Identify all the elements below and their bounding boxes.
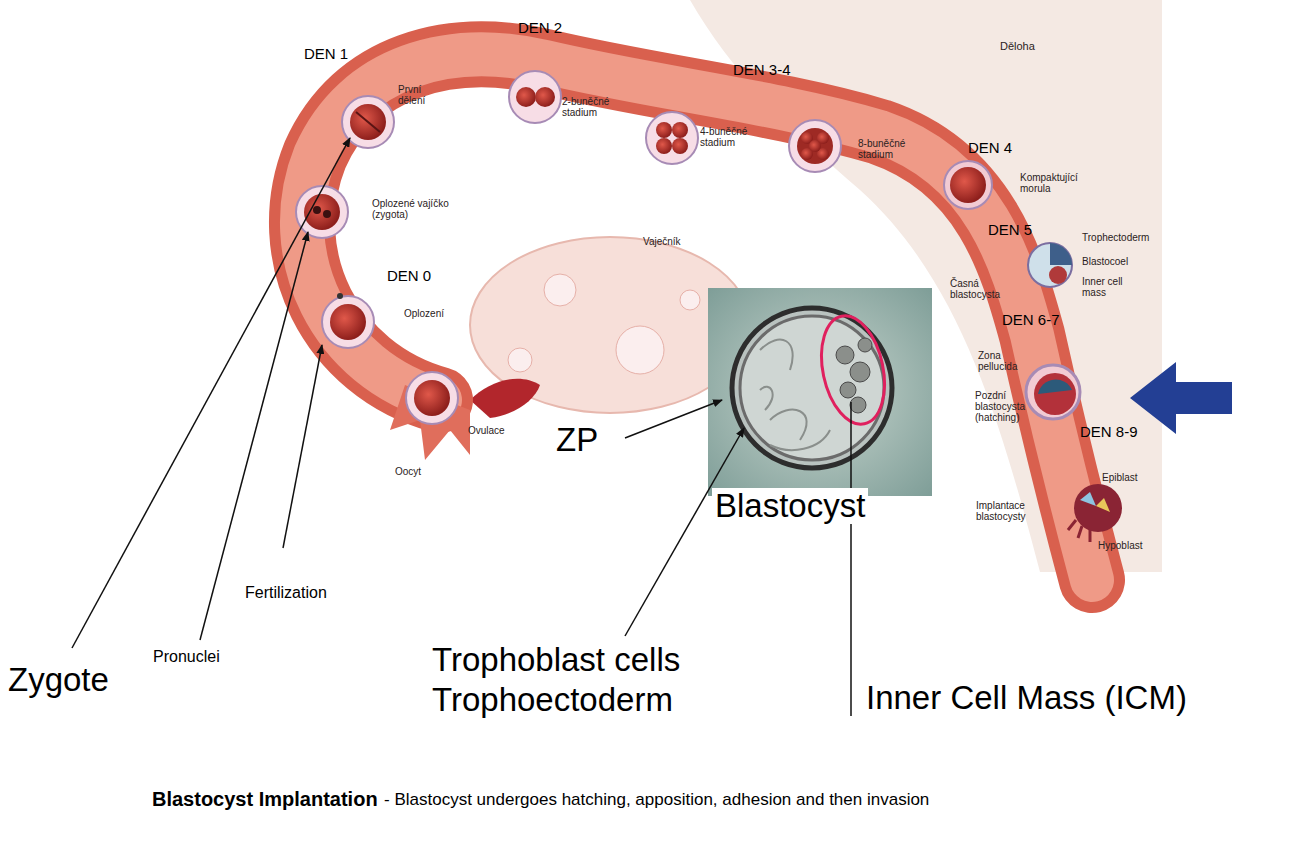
day-label: DEN 2	[518, 20, 562, 37]
follicle	[544, 274, 576, 306]
day-label: DEN 8-9	[1080, 424, 1138, 441]
part-label: Inner cell mass	[1082, 276, 1130, 298]
stage-label: Kompaktující morula	[1020, 172, 1090, 194]
leader-line	[850, 402, 852, 716]
stage-label: 8-buněčné stadium	[858, 138, 916, 160]
oocyte	[406, 372, 458, 424]
blastocyst-photo	[708, 288, 932, 496]
leader-line	[625, 400, 722, 438]
callout-label: Blastocyst	[712, 488, 868, 524]
part-label: Zona pellucida	[978, 350, 1034, 372]
callout-label: Inner Cell Mass (ICM)	[866, 680, 1187, 716]
day-label: DEN 4	[968, 140, 1012, 157]
day-label: DEN 6-7	[1002, 312, 1060, 329]
leader-line	[72, 138, 350, 648]
stage-label: 2-buněčné stadium	[562, 96, 620, 118]
stage-label: Časná blastocysta	[950, 278, 1012, 300]
leader-line	[200, 232, 308, 640]
cell-texture	[760, 340, 830, 450]
day-label: DEN 5	[988, 222, 1032, 239]
stage-label: Ovulace	[468, 425, 505, 436]
callout-label: Pronuclei	[153, 648, 220, 666]
leader-line	[625, 428, 744, 636]
implanting-blastocyst	[1068, 484, 1122, 542]
early-blastocyst	[1028, 243, 1072, 287]
late-blastocyst	[1026, 365, 1080, 419]
part-label: Hypoblast	[1098, 540, 1142, 551]
follicle	[680, 290, 700, 310]
stage-label: Pozdní blastocysta (hatching)	[975, 390, 1045, 423]
morula	[944, 161, 992, 209]
icm-outline	[812, 310, 894, 430]
organ-label: Vaječník	[643, 236, 681, 247]
follicle	[616, 326, 664, 374]
stage-label: Oplození	[404, 308, 444, 319]
callout-label: Zygote	[8, 662, 109, 698]
first-division	[342, 96, 394, 148]
stage-label: Oplozené vajíčko (zygota)	[372, 198, 462, 220]
pointer-arrow	[1130, 362, 1232, 434]
follicle	[508, 348, 532, 372]
stage-label: 4-buněčné stadium	[700, 126, 758, 148]
leader-line	[283, 345, 322, 548]
eight-cell-embryo	[789, 120, 841, 172]
organ-label: Děloha	[1000, 40, 1035, 52]
part-label: Epiblast	[1102, 472, 1138, 483]
part-label: Blastocoel	[1082, 256, 1128, 267]
fallopian-tube	[302, 54, 1092, 580]
day-label: DEN 1	[304, 46, 348, 63]
zygote	[296, 186, 348, 238]
day-label: DEN 0	[387, 268, 431, 285]
callout-label: Fertilization	[245, 584, 327, 602]
four-cell-embryo	[646, 112, 698, 164]
stage-label: Oocyt	[395, 466, 421, 477]
trophectoderm-ring	[740, 316, 884, 460]
callout-label: ZP	[556, 422, 598, 458]
callout-label: Trophoectoderm	[432, 682, 673, 718]
day-label: DEN 3-4	[733, 62, 791, 79]
inner-cell-mass	[836, 338, 872, 413]
stage-label: Implantace blastocysty	[976, 500, 1048, 522]
callout-label: Trophoblast cells	[432, 642, 680, 678]
caption-text: - Blastocyst undergoes hatching, apposit…	[384, 791, 929, 810]
part-label: Trophectoderm	[1082, 232, 1149, 243]
two-cell-embryo	[509, 71, 561, 123]
fertilization-embryo	[322, 293, 374, 348]
ovulation-site	[470, 379, 540, 418]
caption-heading: Blastocyst Implantation	[152, 788, 378, 810]
tube-lumen	[302, 54, 1092, 580]
stage-label: První dělení	[398, 84, 440, 106]
